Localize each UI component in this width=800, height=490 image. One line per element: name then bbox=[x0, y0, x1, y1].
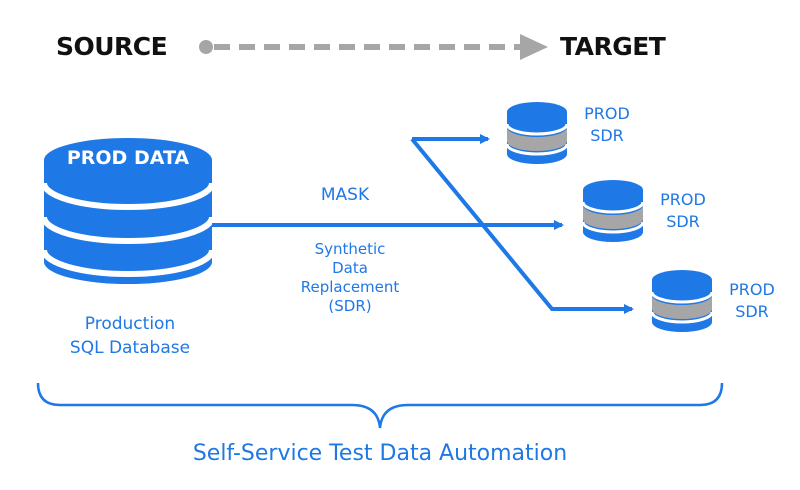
mask-label: MASK bbox=[320, 185, 370, 205]
source-label: SOURCE bbox=[56, 32, 168, 61]
target-3-line1: PROD bbox=[729, 280, 775, 299]
footer-caption: Self-Service Test Data Automation bbox=[192, 441, 568, 466]
grouping-brace bbox=[36, 382, 724, 429]
sdr-line-2: Data bbox=[332, 259, 368, 277]
sdr-line-1: Synthetic bbox=[314, 240, 386, 258]
sdr-line-3: Replacement bbox=[300, 278, 400, 296]
sdr-description: Synthetic Data Replacement (SDR) bbox=[280, 240, 420, 316]
target-label: TARGET bbox=[560, 32, 666, 61]
target-database-icon-1 bbox=[505, 102, 569, 164]
target-label-3: PROD SDR bbox=[717, 279, 787, 323]
target-3-line2: SDR bbox=[735, 302, 769, 321]
arrow-start-dot bbox=[199, 40, 213, 54]
data-flow-connectors bbox=[212, 134, 634, 314]
source-caption-line1: Production bbox=[84, 314, 176, 334]
target-database-icon-2 bbox=[581, 180, 645, 242]
target-2-line2: SDR bbox=[666, 212, 700, 231]
arrow-head-icon bbox=[520, 34, 548, 60]
source-database-caption: Production SQL Database bbox=[40, 312, 220, 360]
source-database-title: PROD DATA bbox=[66, 147, 190, 169]
source-target-arrow bbox=[199, 34, 548, 60]
target-1-line1: PROD bbox=[584, 104, 630, 123]
target-label-1: PROD SDR bbox=[572, 103, 642, 147]
target-database-icon-3 bbox=[650, 270, 714, 332]
source-caption-line2: SQL Database bbox=[69, 338, 191, 358]
sdr-diagonal-connector bbox=[410, 137, 634, 314]
target-1-line2: SDR bbox=[590, 126, 624, 145]
source-database-icon bbox=[41, 138, 215, 284]
target-label-2: PROD SDR bbox=[648, 189, 718, 233]
sdr-line-4: (SDR) bbox=[328, 297, 372, 315]
target-2-line1: PROD bbox=[660, 190, 706, 209]
